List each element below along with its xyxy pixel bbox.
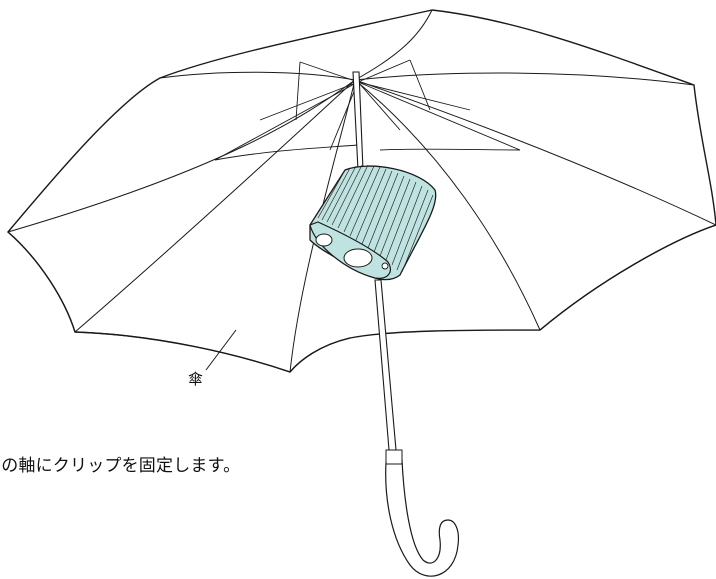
clip-device bbox=[309, 164, 437, 281]
canopy-edge-scallops bbox=[7, 224, 716, 373]
clip-screw bbox=[381, 262, 389, 270]
umbrella-stretchers bbox=[214, 59, 521, 161]
caption-text: 傘の軸にクリップを固定します。 bbox=[0, 456, 241, 476]
handle-collar bbox=[385, 449, 403, 465]
clip-hole-left bbox=[315, 233, 333, 247]
umbrella-leader-line bbox=[205, 329, 237, 371]
umbrella-label: 傘 bbox=[188, 370, 204, 388]
clip-ribbing bbox=[317, 164, 434, 273]
umbrella-handle bbox=[385, 459, 460, 577]
clip-hole-right bbox=[343, 248, 373, 268]
